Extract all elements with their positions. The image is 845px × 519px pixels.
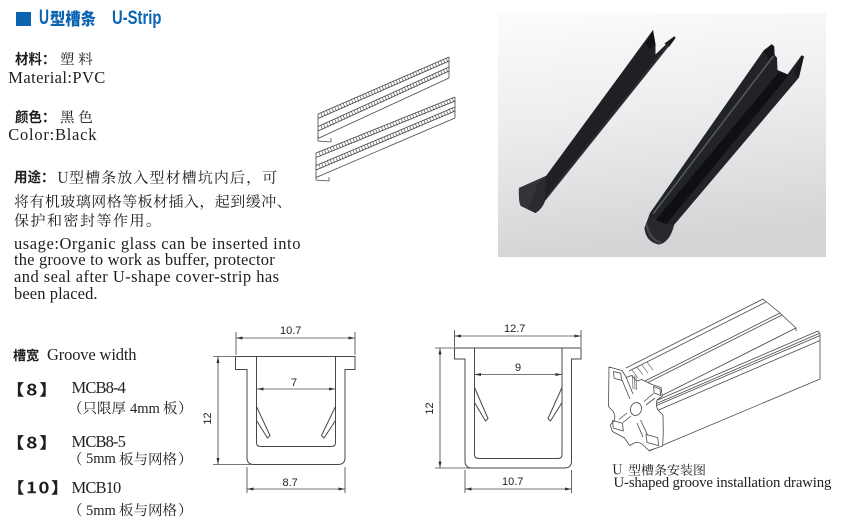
svg-text:10.7: 10.7: [280, 325, 301, 337]
svg-text:8.7: 8.7: [283, 477, 298, 489]
svg-text:10.7: 10.7: [502, 476, 523, 488]
svg-text:9: 9: [515, 362, 521, 374]
svg-text:12: 12: [202, 412, 214, 424]
svg-text:7: 7: [291, 377, 297, 389]
svg-text:12: 12: [424, 402, 436, 414]
svg-text:12.7: 12.7: [504, 323, 525, 335]
